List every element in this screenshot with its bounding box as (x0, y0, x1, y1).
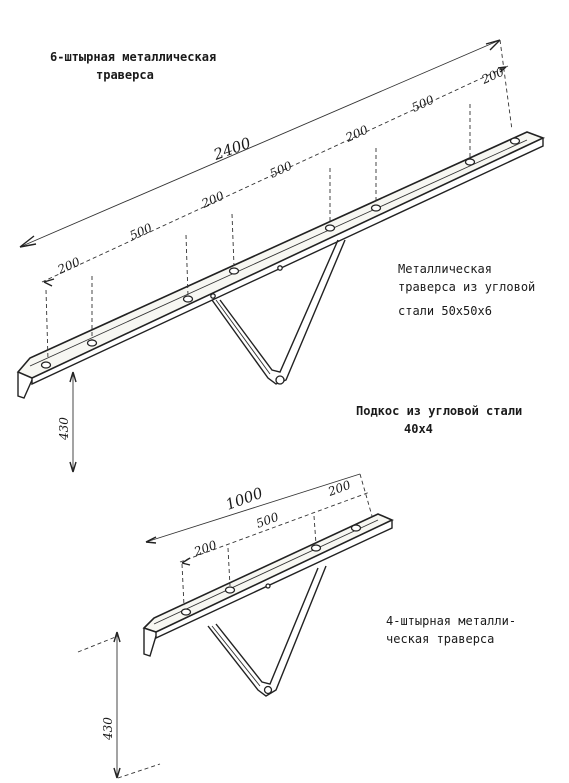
metal-traverse-line1: Металлическая (398, 262, 492, 276)
metal-traverse-line3: стали 50х50х6 (398, 304, 492, 318)
pin-hole (370, 204, 382, 212)
dim-text-200: 200 (343, 122, 371, 145)
six-pin-traverse: 2400 200 500 200 500 200 500 200 430 (16, 39, 546, 473)
pin-hole (224, 586, 236, 594)
six-pin-brace (211, 239, 346, 385)
six-pin-beam (16, 131, 546, 399)
pin-hole (182, 295, 194, 303)
pin-hole (464, 158, 476, 166)
dim-text-200: 200 (55, 254, 83, 277)
dim-text-430: 430 (101, 717, 115, 741)
dim-text-1000: 1000 (223, 484, 265, 514)
pin-hole (86, 339, 98, 347)
dim-segments-6pin (41, 65, 509, 361)
four-pin-brace (207, 565, 327, 697)
dim-text-500: 500 (268, 158, 295, 180)
dim-2400 (19, 39, 513, 248)
six-pin-holes (40, 137, 521, 369)
pin-hole (310, 544, 322, 552)
metal-traverse-line2: траверса из угловой (398, 280, 536, 294)
dim-text-500: 500 (410, 92, 437, 114)
brace-line1: Подкос из угловой стали (356, 404, 523, 418)
pin-hole (40, 361, 52, 369)
pin-hole (509, 137, 521, 145)
dim-text-500: 500 (254, 510, 281, 531)
dim-text-200: 200 (191, 538, 219, 559)
dim-text-2400: 2400 (210, 134, 253, 164)
title-4pin-line1: 4-штырная металли- (386, 614, 517, 628)
four-pin-holes (180, 524, 362, 616)
dim-text-200: 200 (325, 478, 353, 499)
title-6pin-line2: траверса (96, 68, 154, 82)
dim-1000 (145, 473, 373, 544)
dim-segments-4pin (179, 491, 371, 607)
four-pin-beam (142, 513, 394, 657)
dim-430-4pin (77, 631, 161, 779)
title-4pin-line2: ческая траверса (386, 632, 495, 646)
pin-hole (350, 524, 362, 532)
four-pin-traverse: 1000 200 500 200 430 (77, 473, 394, 779)
dim-text-430: 430 (57, 417, 71, 441)
pin-hole (180, 608, 192, 616)
pin-hole (324, 224, 336, 232)
brace-line2: 40х4 (404, 422, 433, 436)
dim-text-500: 500 (128, 220, 155, 242)
dim-430-6pin (69, 371, 77, 473)
pin-hole (228, 267, 240, 275)
title-6pin-line1: 6-штырная металлическая (50, 50, 217, 64)
